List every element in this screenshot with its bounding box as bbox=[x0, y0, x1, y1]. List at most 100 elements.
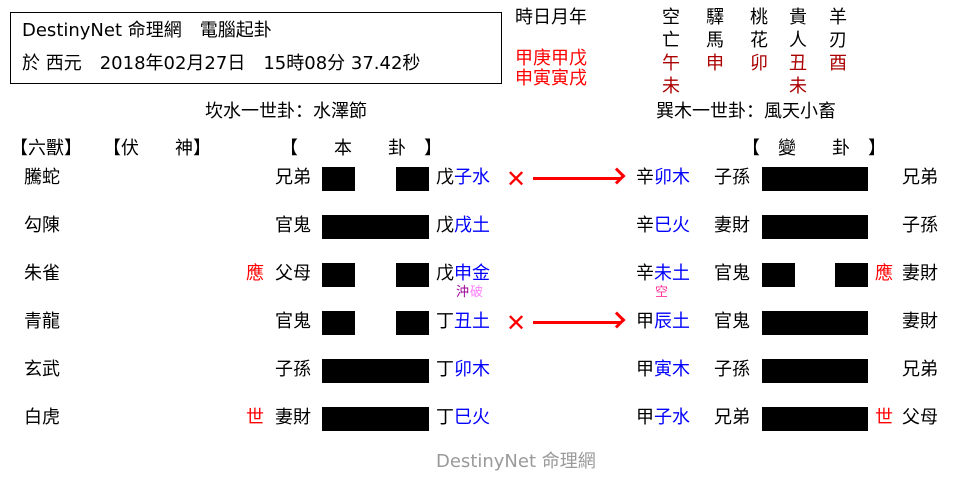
shensha-name1: 桃 bbox=[750, 7, 768, 28]
branch-label: 卯木 bbox=[454, 359, 490, 380]
shensha-name1: 空 bbox=[662, 7, 680, 28]
six-relation-label: 兄弟 bbox=[275, 167, 311, 188]
changed-shi-ying-mark: 應 bbox=[875, 263, 893, 284]
main-hexagram-title: 坎水一世卦：水澤節 bbox=[205, 101, 367, 122]
six-beast-label: 勾陳 bbox=[24, 215, 60, 236]
main-hexagram-yang-line bbox=[322, 215, 429, 239]
change-arrow-icon bbox=[533, 321, 621, 324]
changed-hexagram-yang-line bbox=[762, 407, 868, 431]
changed-branch-label: 辰土 bbox=[654, 311, 690, 332]
changed-branch-label: 寅木 bbox=[654, 359, 690, 380]
six-beasts-header: 【六獸】 bbox=[10, 138, 82, 159]
branch-label: 丑土 bbox=[454, 311, 490, 332]
base-relation-label: 父母 bbox=[902, 407, 938, 428]
shensha-val1: 酉 bbox=[829, 53, 847, 74]
six-beast-label: 朱雀 bbox=[24, 263, 60, 284]
shensha-name1: 羊 bbox=[829, 7, 847, 28]
six-relation-label: 官鬼 bbox=[275, 215, 311, 236]
changed-hexagram-yin-line-right bbox=[835, 263, 868, 287]
moving-line-x-icon: ✕ bbox=[506, 309, 527, 337]
changed-branch-label: 巳火 bbox=[654, 215, 690, 236]
main-hexagram-yin-line-right bbox=[396, 263, 429, 287]
stem-label: 戊 bbox=[436, 167, 454, 188]
changed-relation-label: 妻財 bbox=[714, 215, 750, 236]
changed-hexagram-yang-line bbox=[762, 359, 868, 383]
stem-label: 丁 bbox=[436, 407, 454, 428]
base-relation-label: 子孫 bbox=[902, 215, 938, 236]
changed-hexagram-header: 【 變 卦 】 bbox=[742, 138, 886, 159]
branch-label: 申金 bbox=[454, 263, 490, 284]
main-hexagram-yin-line-left bbox=[322, 167, 355, 191]
header-datetime: 於 西元 2018年02月27日 15時08分 37.42秒 bbox=[22, 53, 421, 74]
changed-hexagram-yang-line bbox=[762, 215, 868, 239]
changed-branch-label: 未土 bbox=[654, 263, 690, 284]
six-relation-label: 父母 bbox=[275, 263, 311, 284]
shensha-val2: 未 bbox=[662, 76, 680, 97]
shensha-name1: 貴 bbox=[789, 7, 807, 28]
kong-note: 空 bbox=[655, 285, 669, 300]
header-box: DestinyNet 命理網 電腦起卦 於 西元 2018年02月27日 15時… bbox=[10, 12, 502, 84]
po-note: 破 bbox=[470, 285, 484, 300]
changed-relation-label: 兄弟 bbox=[714, 407, 750, 428]
branch-label: 子水 bbox=[454, 167, 490, 188]
changed-shi-ying-mark: 世 bbox=[875, 407, 893, 428]
pillars-branches: 申寅寅戌 bbox=[515, 68, 587, 89]
main-hexagram-yin-line-right bbox=[396, 311, 429, 335]
changed-hexagram-yin-line-left bbox=[762, 263, 795, 287]
shensha-val1: 午 bbox=[662, 53, 680, 74]
stem-label: 戊 bbox=[436, 215, 454, 236]
base-relation-label: 妻財 bbox=[902, 263, 938, 284]
shensha-name2: 亡 bbox=[662, 30, 680, 51]
main-hexagram-header: 【 本 卦 】 bbox=[280, 138, 442, 159]
hidden-spirit-header: 【伏 神】 bbox=[103, 138, 211, 159]
changed-stem-label: 辛 bbox=[636, 167, 654, 188]
stem-label: 丁 bbox=[436, 359, 454, 380]
changed-relation-label: 子孫 bbox=[714, 359, 750, 380]
pillars-label: 時日月年 bbox=[515, 7, 587, 28]
shi-ying-mark: 世 bbox=[246, 407, 264, 428]
six-beast-label: 白虎 bbox=[24, 407, 60, 428]
six-beast-label: 玄武 bbox=[24, 359, 60, 380]
shensha-val1: 卯 bbox=[750, 53, 768, 74]
moving-line-x-icon: ✕ bbox=[506, 165, 527, 193]
six-relation-label: 子孫 bbox=[275, 359, 311, 380]
shensha-val1: 申 bbox=[706, 53, 724, 74]
change-arrow-icon bbox=[533, 177, 621, 180]
shi-ying-mark: 應 bbox=[246, 263, 264, 284]
six-relation-label: 官鬼 bbox=[275, 311, 311, 332]
changed-stem-label: 甲 bbox=[636, 311, 654, 332]
shensha-val1: 丑 bbox=[789, 53, 807, 74]
stem-label: 戊 bbox=[436, 263, 454, 284]
shensha-name2: 馬 bbox=[706, 30, 724, 51]
branch-label: 巳火 bbox=[454, 407, 490, 428]
shensha-name2: 花 bbox=[750, 30, 768, 51]
main-hexagram-yang-line bbox=[322, 407, 429, 431]
changed-hexagram-yang-line bbox=[762, 311, 868, 335]
footer-watermark: DestinyNet 命理網 bbox=[436, 451, 596, 472]
branch-label: 戌土 bbox=[454, 215, 490, 236]
shensha-name2: 人 bbox=[789, 30, 807, 51]
six-relation-label: 妻財 bbox=[275, 407, 311, 428]
header-title: DestinyNet 命理網 電腦起卦 bbox=[22, 20, 272, 41]
changed-stem-label: 甲 bbox=[636, 359, 654, 380]
changed-stem-label: 辛 bbox=[636, 215, 654, 236]
six-beast-label: 騰蛇 bbox=[24, 167, 60, 188]
main-hexagram-yin-line-left bbox=[322, 311, 355, 335]
changed-stem-label: 辛 bbox=[636, 263, 654, 284]
six-beast-label: 青龍 bbox=[24, 311, 60, 332]
changed-relation-label: 官鬼 bbox=[714, 263, 750, 284]
pillars-stems: 甲庚甲戊 bbox=[515, 48, 587, 69]
changed-relation-label: 子孫 bbox=[714, 167, 750, 188]
main-hexagram-yin-line-left bbox=[322, 263, 355, 287]
base-relation-label: 妻財 bbox=[902, 311, 938, 332]
changed-hexagram-title: 巽木一世卦：風天小畜 bbox=[656, 101, 836, 122]
stem-label: 丁 bbox=[436, 311, 454, 332]
base-relation-label: 兄弟 bbox=[902, 359, 938, 380]
main-hexagram-yin-line-right bbox=[396, 167, 429, 191]
shensha-name1: 驛 bbox=[706, 7, 724, 28]
base-relation-label: 兄弟 bbox=[902, 167, 938, 188]
shensha-name2: 刃 bbox=[829, 30, 847, 51]
changed-branch-label: 卯木 bbox=[654, 167, 690, 188]
changed-branch-label: 子水 bbox=[654, 407, 690, 428]
chong-note: 沖 bbox=[456, 285, 470, 300]
